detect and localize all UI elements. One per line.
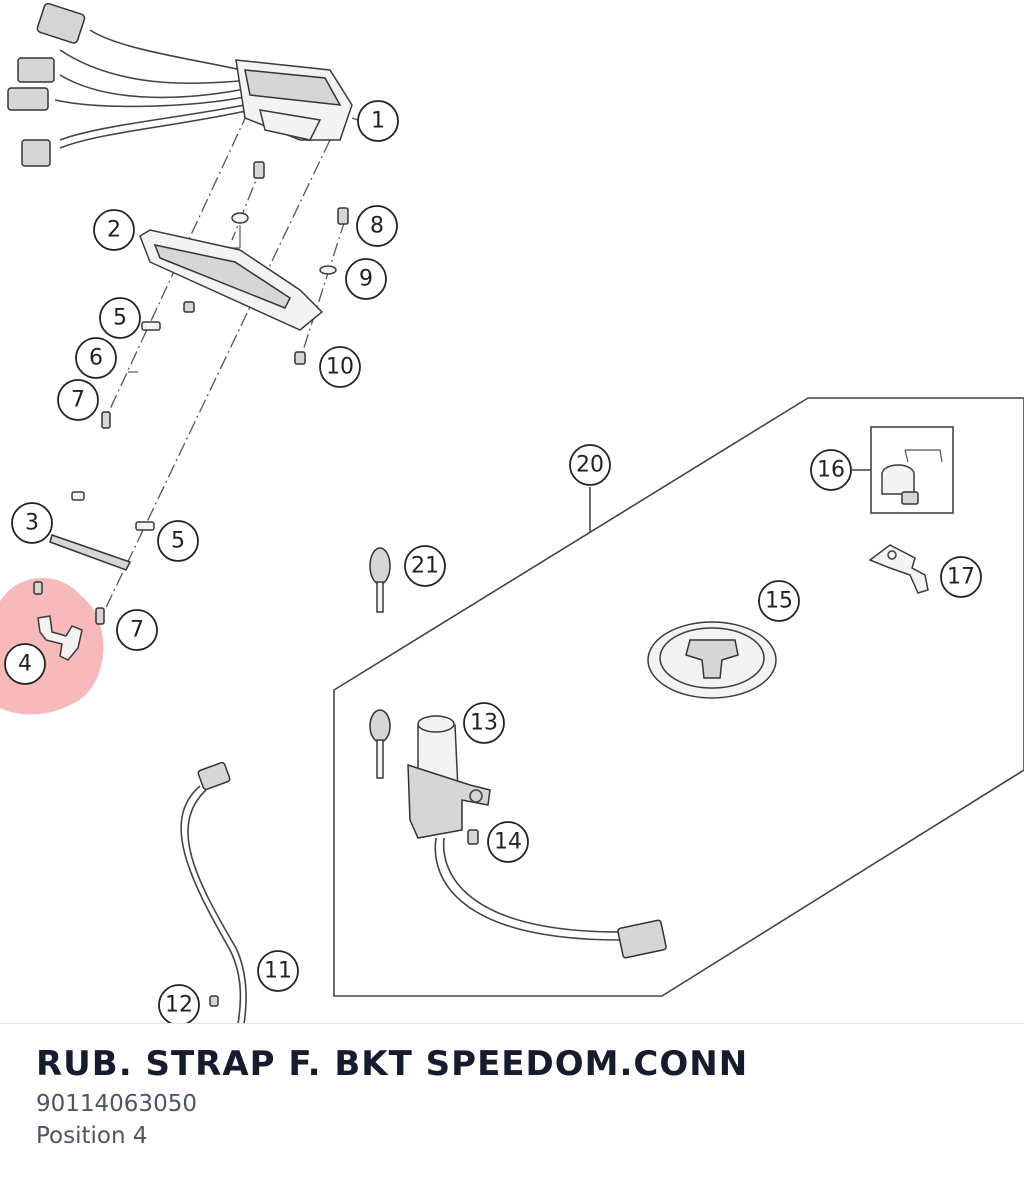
callout-label: 14	[494, 830, 522, 855]
small-bracket	[868, 544, 929, 594]
callout-4[interactable]: 4	[4, 643, 46, 685]
callout-label: 2	[107, 218, 121, 243]
leader-lines	[351, 117, 359, 121]
callout-label: 11	[264, 959, 292, 984]
callout-label: 8	[370, 214, 384, 239]
part-position: Position 4	[36, 1123, 148, 1149]
callout-label: 20	[576, 453, 604, 478]
callout-1[interactable]: 1	[357, 100, 399, 142]
callout-label: 5	[171, 529, 185, 554]
part-info-panel: RUB. STRAP F. BKT SPEEDOM.CONN 901140630…	[36, 1040, 748, 1152]
callout-15[interactable]: 15	[758, 580, 800, 622]
assembly-axes	[99, 111, 346, 621]
part-title: RUB. STRAP F. BKT SPEEDOM.CONN	[36, 1044, 749, 1084]
part-number: 90114063050	[36, 1091, 197, 1117]
callout-12[interactable]: 12	[158, 984, 200, 1024]
callout-16[interactable]: 16	[810, 449, 852, 491]
callout-13[interactable]: 13	[463, 702, 505, 744]
callout-label: 17	[947, 565, 975, 590]
ignition-lock	[369, 709, 667, 959]
callout-label: 7	[130, 618, 144, 643]
callout-label: 1	[371, 109, 385, 134]
callout-label: 9	[359, 267, 373, 292]
callout-14[interactable]: 14	[487, 821, 529, 863]
callout-6[interactable]: 6	[75, 337, 117, 379]
callout-11[interactable]: 11	[257, 950, 299, 992]
callout-2[interactable]: 2	[93, 209, 135, 251]
plate	[49, 534, 132, 571]
callout-10[interactable]: 10	[319, 346, 361, 388]
key-set-box	[333, 397, 1024, 997]
callout-21[interactable]: 21	[404, 545, 446, 587]
rubber-strap	[37, 615, 83, 661]
callout-3[interactable]: 3	[11, 502, 53, 544]
callout-label: 21	[411, 554, 439, 579]
callout-7[interactable]: 7	[57, 379, 99, 421]
callout-9[interactable]: 9	[345, 258, 387, 300]
bracket	[139, 161, 349, 365]
callout-label: 12	[165, 993, 193, 1018]
callout-20[interactable]: 20	[569, 444, 611, 486]
cable	[180, 761, 247, 1024]
lock-insert	[852, 426, 954, 514]
fasteners	[33, 321, 161, 625]
callout-5[interactable]: 5	[157, 520, 199, 562]
callout-label: 3	[25, 511, 39, 536]
callout-label: 6	[89, 346, 103, 371]
divider	[0, 1023, 1024, 1024]
callout-7[interactable]: 7	[116, 609, 158, 651]
callout-label: 15	[765, 589, 793, 614]
callout-8[interactable]: 8	[356, 205, 398, 247]
callout-label: 4	[18, 652, 32, 677]
callout-label: 10	[326, 355, 354, 380]
callout-17[interactable]: 17	[940, 556, 982, 598]
callout-label: 7	[71, 388, 85, 413]
fuel-cap	[647, 621, 777, 699]
instrument-cluster	[7, 2, 353, 167]
callout-5[interactable]: 5	[99, 297, 141, 339]
callout-label: 13	[470, 711, 498, 736]
callout-label: 5	[113, 306, 127, 331]
key	[369, 547, 391, 613]
callout-label: 16	[817, 458, 845, 483]
